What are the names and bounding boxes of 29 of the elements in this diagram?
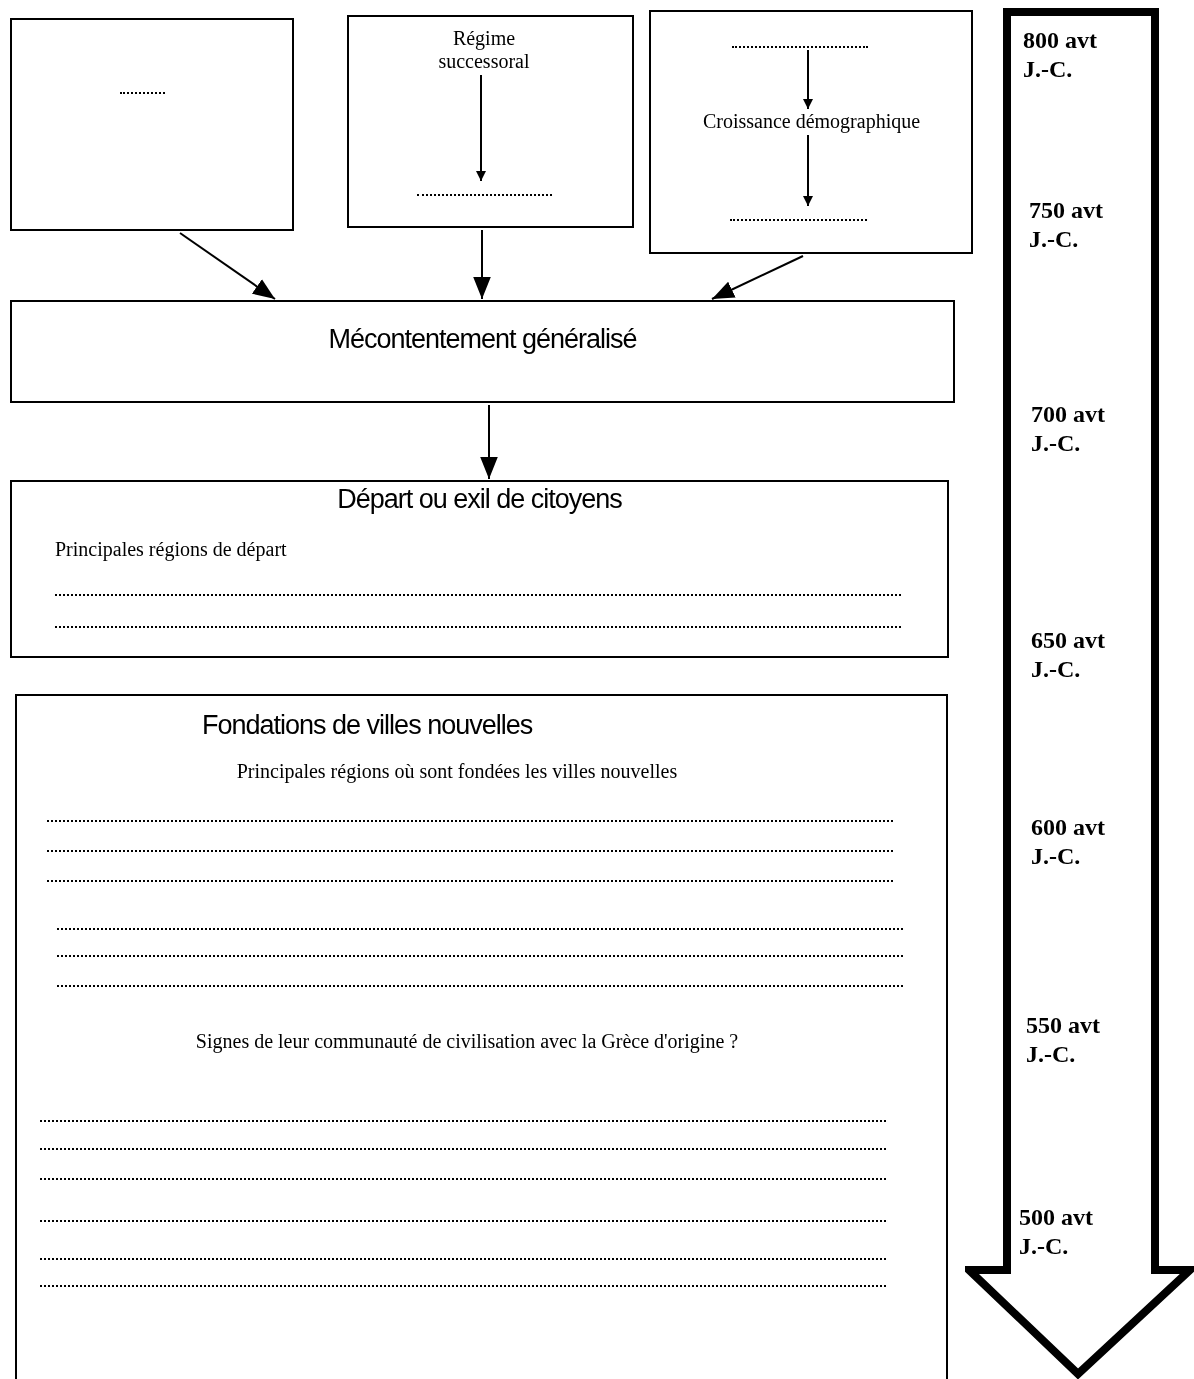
date-label: 600 avt J.-C. bbox=[1031, 813, 1106, 871]
date-label: 550 avt J.-C. bbox=[1026, 1011, 1101, 1069]
date-label: 700 avt J.-C. bbox=[1031, 400, 1106, 458]
arrow bbox=[480, 404, 498, 480]
date-label: 750 avt J.-C. bbox=[1029, 196, 1104, 254]
date-label: 650 avt J.-C. bbox=[1031, 626, 1106, 684]
cause-box bbox=[347, 15, 634, 228]
question-text: Principales régions de départ bbox=[55, 538, 288, 561]
cause-text: Croissance démographique bbox=[659, 110, 964, 133]
arrow bbox=[803, 49, 813, 110]
process-box bbox=[10, 480, 949, 658]
box-heading: Départ ou exil de citoyens bbox=[336, 484, 623, 515]
process-box bbox=[15, 694, 948, 1379]
question-text: Signes de leur communauté de civilisation avec la Grèce d'origine ? bbox=[194, 1030, 740, 1053]
box-heading: Fondations de villes nouvelles bbox=[202, 710, 534, 741]
arrow bbox=[711, 255, 804, 300]
cause-text: Régime successoral bbox=[414, 27, 554, 73]
arrow bbox=[803, 134, 813, 207]
arrow bbox=[476, 74, 486, 182]
question-text: Principales régions où sont fondées les villes nouvelles bbox=[235, 760, 679, 783]
date-label: 500 avt J.-C. bbox=[1019, 1203, 1094, 1261]
timeline-arrow bbox=[965, 8, 1194, 1379]
box-heading: Mécontentement généralisé bbox=[327, 324, 638, 355]
process-box bbox=[10, 300, 955, 403]
cause-box bbox=[10, 18, 294, 231]
arrow bbox=[179, 232, 276, 300]
date-label: 800 avt J.-C. bbox=[1023, 26, 1098, 84]
arrow bbox=[473, 229, 491, 300]
cause-box bbox=[649, 10, 973, 254]
